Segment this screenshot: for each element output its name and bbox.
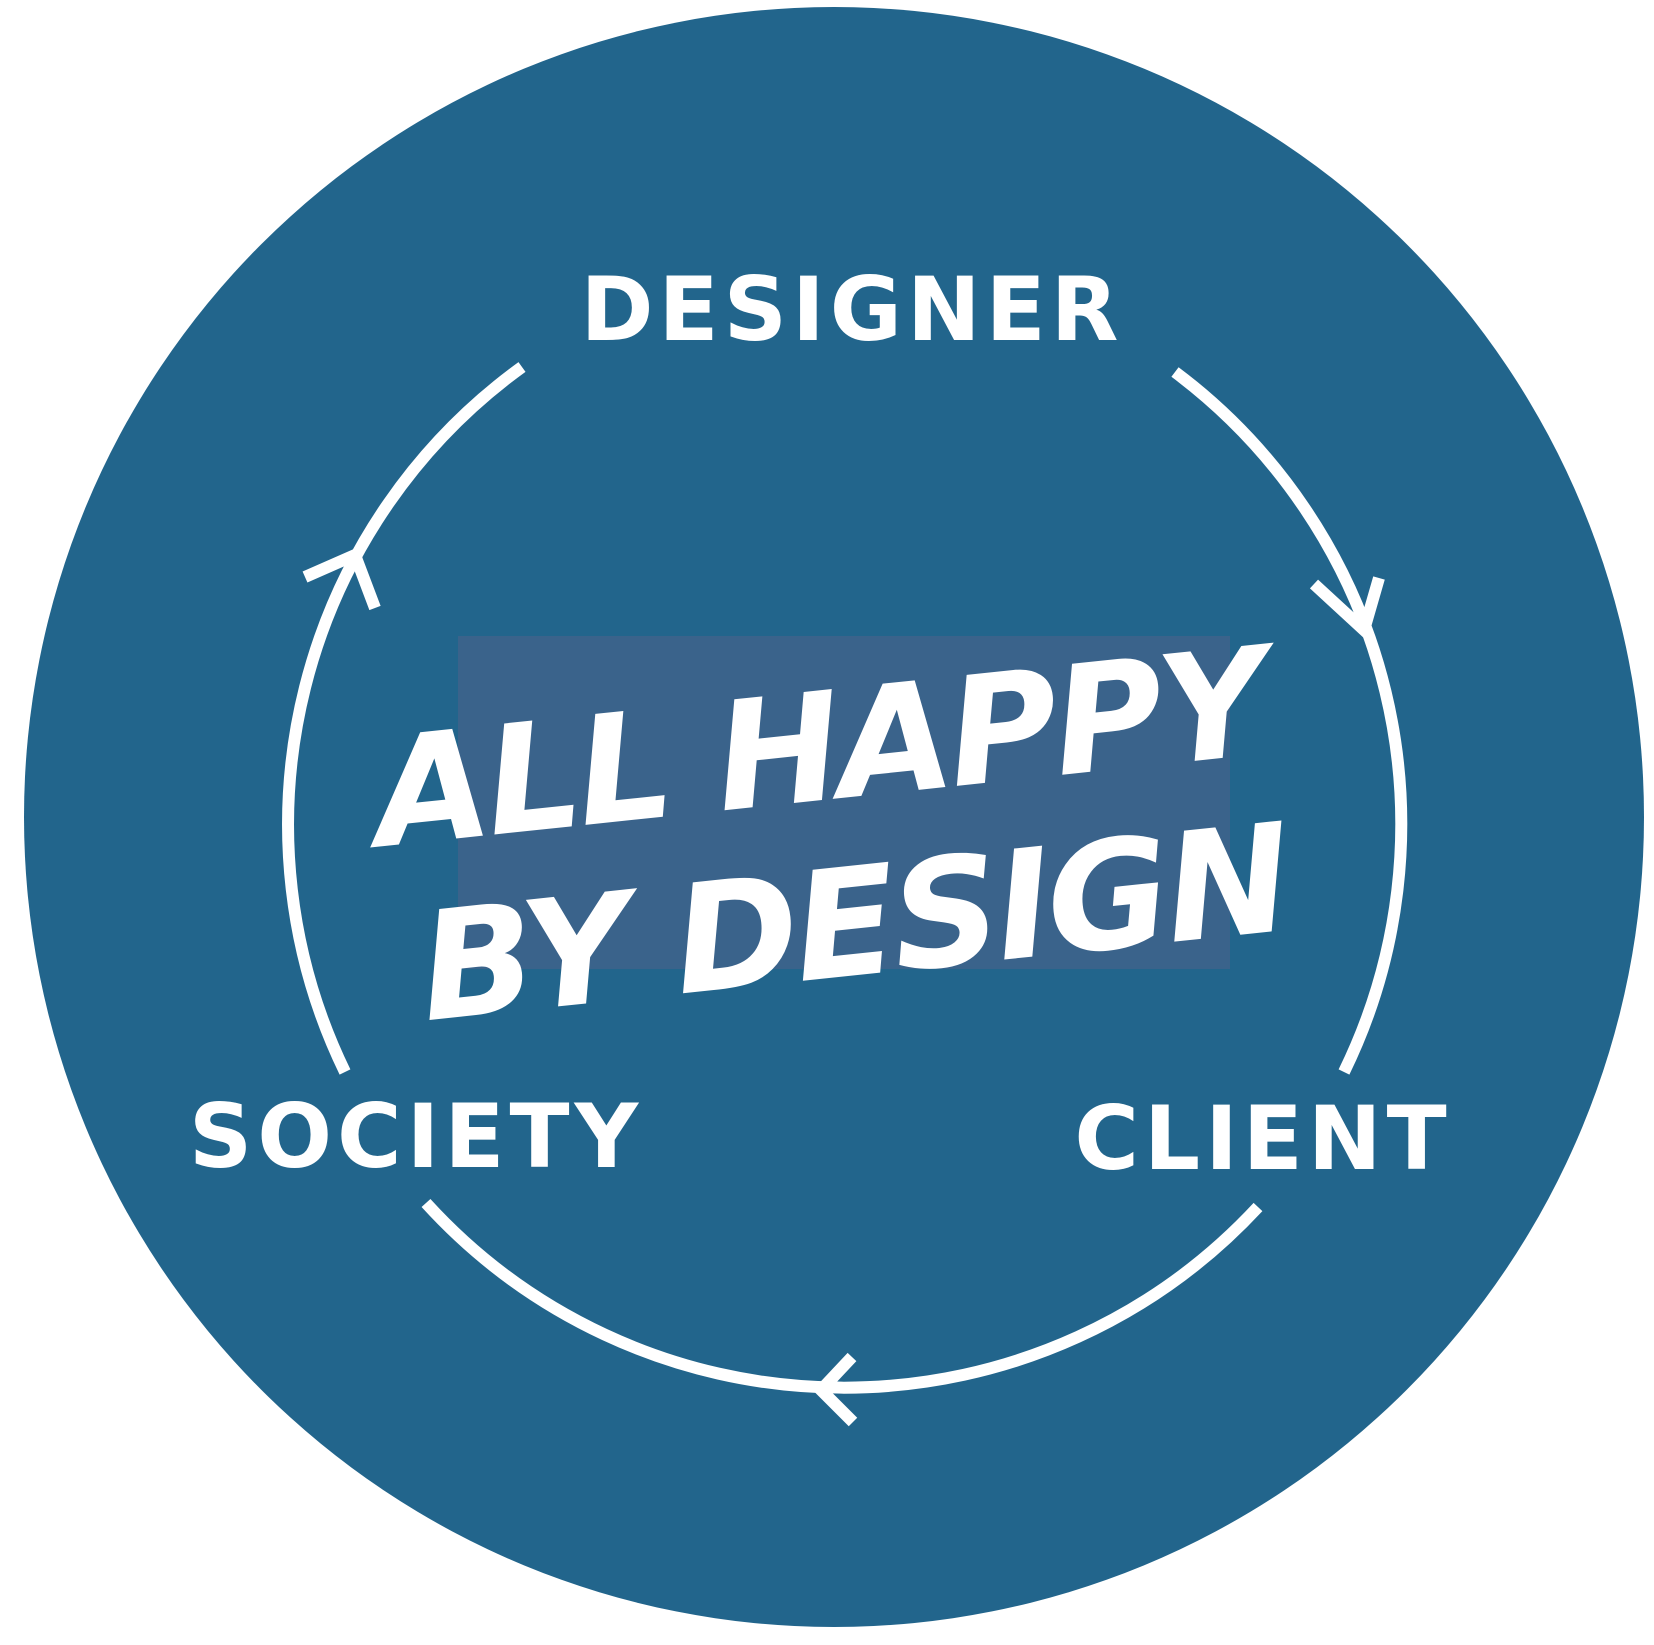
arrowhead-right — [1309, 576, 1385, 641]
arrowhead-left — [302, 546, 381, 611]
node-client: CLIENT — [1074, 1087, 1451, 1190]
logo-panel — [458, 636, 1230, 969]
node-society: SOCIETY — [189, 1085, 643, 1188]
arc-designer-to-client — [1171, 367, 1408, 1075]
arc-society-to-designer — [282, 362, 526, 1075]
node-designer: DESIGNER — [580, 258, 1123, 361]
arc-client-to-society — [421, 1198, 1263, 1394]
arrowhead-bottom — [812, 1352, 858, 1427]
